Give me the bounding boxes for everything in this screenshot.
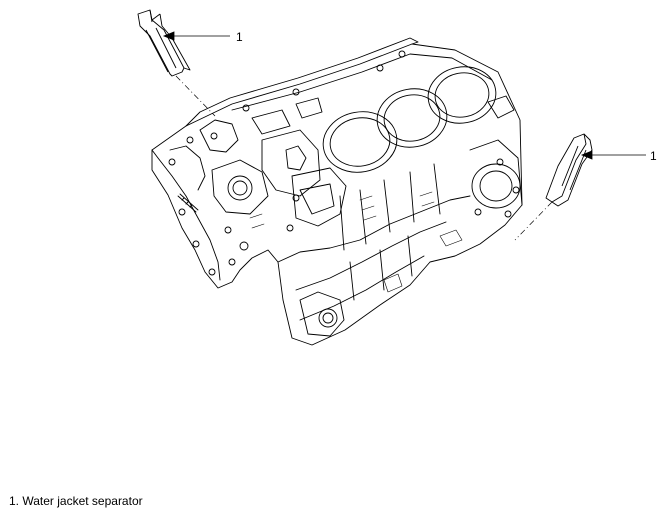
arrow-head-right bbox=[580, 150, 593, 160]
cylinder-block-illustration bbox=[151, 37, 523, 346]
water-jacket-separator-left bbox=[137, 9, 191, 77]
lower-skirt bbox=[277, 195, 471, 263]
legend-item-1: 1. Water jacket separator bbox=[9, 494, 143, 508]
front-stud bbox=[177, 193, 199, 213]
arrow-head-left bbox=[162, 31, 175, 41]
guide-line-left bbox=[175, 75, 216, 117]
water-jacket-separator-right bbox=[545, 133, 593, 207]
guide-line-right bbox=[514, 201, 553, 241]
assembly-guide-lines bbox=[175, 75, 553, 241]
top-deck bbox=[185, 37, 419, 127]
top-deck-inner bbox=[231, 53, 493, 111]
front-face bbox=[151, 149, 221, 281]
side-ribs bbox=[339, 163, 441, 301]
cylinder-bores bbox=[322, 66, 497, 173]
oil-filter-boss bbox=[318, 308, 338, 328]
callout-number-left: 1 bbox=[236, 30, 243, 44]
callout-number-right: 1 bbox=[650, 149, 657, 163]
front-bolts bbox=[168, 132, 249, 276]
crank-bore bbox=[471, 163, 521, 209]
rear-face bbox=[469, 139, 523, 206]
leader-arrows bbox=[162, 31, 646, 160]
block-outline bbox=[151, 43, 523, 346]
top-details bbox=[242, 50, 515, 135]
